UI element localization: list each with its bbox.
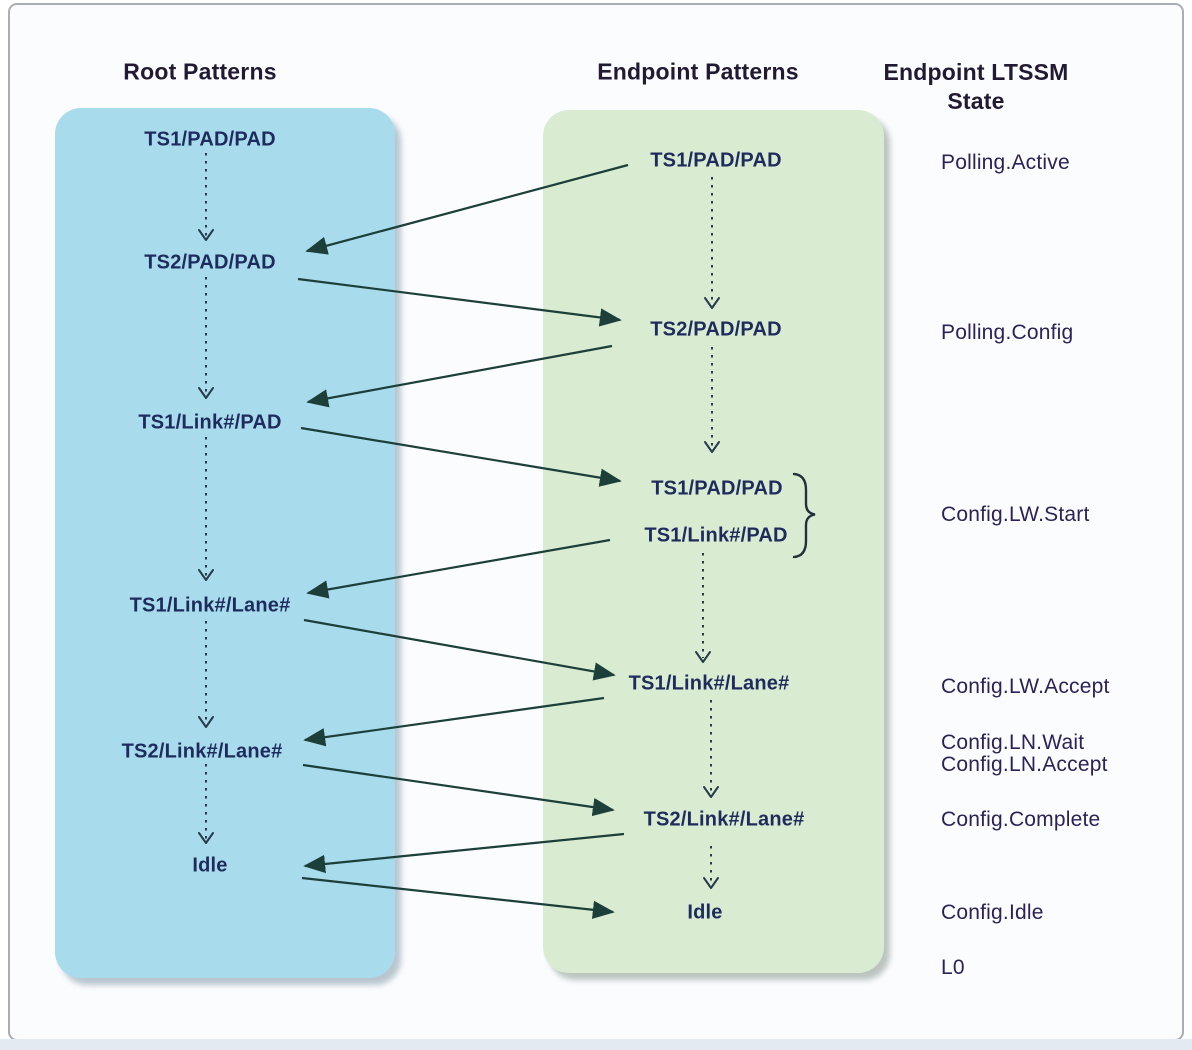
ltssm-title-line1: Endpoint LTSSM	[883, 59, 1069, 85]
ltssm-column-title: Endpoint LTSSM State	[861, 58, 1091, 116]
state-l0: L0	[941, 956, 965, 979]
root-pattern-ts2-link-lane: TS2/Link#/Lane#	[121, 740, 283, 763]
endpoint-pattern-ts2-link-lane: TS2/Link#/Lane#	[643, 808, 805, 831]
root-pattern-ts1-pad-pad: TS1/PAD/PAD	[144, 128, 276, 151]
ltssm-title-line2: State	[947, 88, 1005, 114]
root-pattern-ts1-link-pad: TS1/Link#/PAD	[138, 411, 282, 434]
endpoint-pattern-ts1-pad-pad-2: TS1/PAD/PAD	[651, 477, 783, 500]
endpoint-pattern-ts1-pad-pad: TS1/PAD/PAD	[650, 149, 782, 172]
state-config-idle: Config.Idle	[941, 901, 1044, 924]
endpoint-pattern-ts1-link-pad: TS1/Link#/PAD	[644, 524, 788, 547]
state-config-ln-wait: Config.LN.Wait	[941, 731, 1085, 754]
root-pattern-idle: Idle	[192, 854, 228, 877]
state-polling-active: Polling.Active	[941, 151, 1070, 174]
bottom-strip	[0, 1039, 1192, 1050]
state-config-lw-start: Config.LW.Start	[941, 503, 1090, 526]
state-polling-config: Polling.Config	[941, 321, 1074, 344]
root-patterns-box	[55, 108, 395, 978]
endpoint-pattern-ts2-pad-pad: TS2/PAD/PAD	[650, 318, 782, 341]
state-config-ln-accept: Config.LN.Accept	[941, 753, 1108, 776]
endpoint-pattern-idle: Idle	[687, 901, 723, 924]
state-config-lw-accept: Config.LW.Accept	[941, 675, 1110, 698]
state-config-complete: Config.Complete	[941, 808, 1101, 831]
endpoint-pattern-ts1-link-lane: TS1/Link#/Lane#	[628, 672, 790, 695]
root-pattern-ts1-link-lane: TS1/Link#/Lane#	[129, 594, 291, 617]
root-column-title: Root Patterns	[123, 58, 277, 85]
endpoint-column-title: Endpoint Patterns	[597, 58, 799, 85]
root-pattern-ts2-pad-pad: TS2/PAD/PAD	[144, 251, 276, 274]
